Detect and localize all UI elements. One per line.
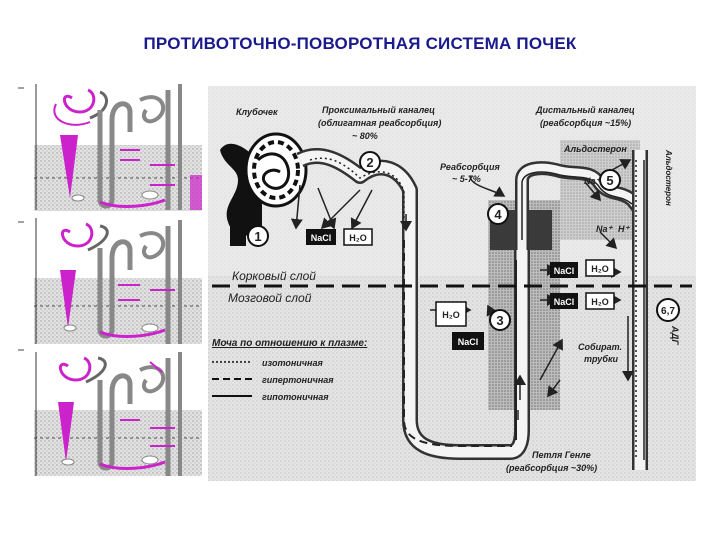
nephron-panel-1: [34, 84, 202, 211]
label-reabsorption-2: ~ 5-7%: [452, 174, 481, 184]
left-nephron-panels: [18, 84, 202, 476]
label-reabsorption-1: Реабсорбция: [440, 162, 500, 172]
label-na-h-h: H⁺: [618, 224, 630, 234]
h2o-box-2: [585, 259, 615, 277]
step-2-circle: [359, 151, 381, 173]
label-aldosterone-vertical: Альдостерон: [664, 149, 673, 206]
step-3-circle: [489, 309, 511, 331]
step-4-circle: [487, 203, 509, 225]
label-adg-vertical: АДГ: [670, 325, 680, 345]
nacl-box-1: [306, 229, 336, 245]
nacl-box-2-label: NaCl: [554, 266, 575, 276]
slide-title: ПРОТИВОТОЧНО-ПОВОРОТНАЯ СИСТЕМА ПОЧЕК: [143, 34, 577, 53]
label-collecting-1: Собират.: [578, 342, 622, 352]
h2o-box-1-label: H₂O: [349, 233, 367, 243]
legend-label-hypotonic: гипотоничная: [262, 392, 329, 402]
label-proximal-2: (облигатная реабсорбция): [318, 118, 441, 128]
label-proximal-3: ~ 80%: [352, 131, 378, 141]
step-1-circle: [247, 225, 269, 247]
h2o-box-2-label: H₂O: [591, 264, 609, 274]
label-glomerulus: Клубочек: [236, 107, 278, 117]
label-distal-1: Дистальный каналец: [535, 105, 635, 115]
h2o-box-4-label: H₂O: [442, 310, 460, 320]
label-na-h-na: Na⁺: [596, 224, 614, 234]
step-2-label: 2: [366, 155, 373, 170]
label-collecting-2: трубки: [584, 354, 619, 364]
nephron-panel-2: [34, 218, 202, 344]
step-5-circle: [599, 169, 621, 191]
nacl-box-3: [550, 293, 578, 309]
label-aldosterone: Альдостерон: [563, 144, 627, 154]
step-4-label: 4: [494, 207, 502, 222]
glomerulus: [220, 132, 308, 246]
nacl-box-4-label: NaCl: [458, 337, 479, 347]
label-proximal-1: Проксимальный каналец: [322, 105, 435, 115]
legend-label-hypertonic: гипертоничная: [262, 375, 334, 385]
nacl-box-1-label: NaCl: [311, 233, 332, 243]
label-distal-2: (реабсорбция ~15%): [540, 118, 631, 128]
solute-boxes: NaCl H₂O NaCl H₂O NaCl H₂O H₂O NaCl: [306, 228, 615, 350]
label-loop-2: (реабсорбция ~30%): [506, 463, 597, 473]
step-3-label: 3: [496, 313, 503, 328]
nacl-box-3-label: NaCl: [554, 297, 575, 307]
nacl-box-2: [550, 262, 578, 278]
main-diagram: NaCl H₂O NaCl H₂O NaCl H₂O H₂O NaCl 1 2 …: [208, 86, 696, 481]
legend-title: Моча по отношению к плазме:: [212, 338, 367, 349]
step-67-label: 6,7: [661, 306, 675, 317]
step-1-label: 1: [254, 229, 261, 244]
step-67-circle: [656, 298, 680, 322]
label-cortex: Корковый слой: [232, 269, 316, 283]
nacl-box-4: [452, 332, 484, 350]
legend-label-isotonic: изотоничная: [262, 358, 323, 368]
step-5-label: 5: [606, 173, 613, 188]
flow-arrows: [290, 159, 634, 420]
h2o-box-3: [585, 292, 615, 310]
h2o-box-3-label: H₂O: [591, 297, 609, 307]
diagram-labels: Клубочек Проксимальный каналец (облигатн…: [228, 105, 680, 473]
step-numbers: 1 2 3 4 5 6,7: [247, 151, 680, 331]
h2o-box-4: [435, 301, 467, 327]
nephron-panel-3: [34, 352, 202, 476]
label-loop-1: Петля Генле: [532, 450, 591, 460]
h2o-box-1: [343, 228, 373, 246]
label-medulla: Мозговой слой: [228, 291, 312, 305]
label-na: Na⁺: [584, 176, 602, 186]
legend: Моча по отношению к плазме: изотоничная …: [212, 338, 367, 402]
nephron-tubule: [296, 148, 648, 470]
